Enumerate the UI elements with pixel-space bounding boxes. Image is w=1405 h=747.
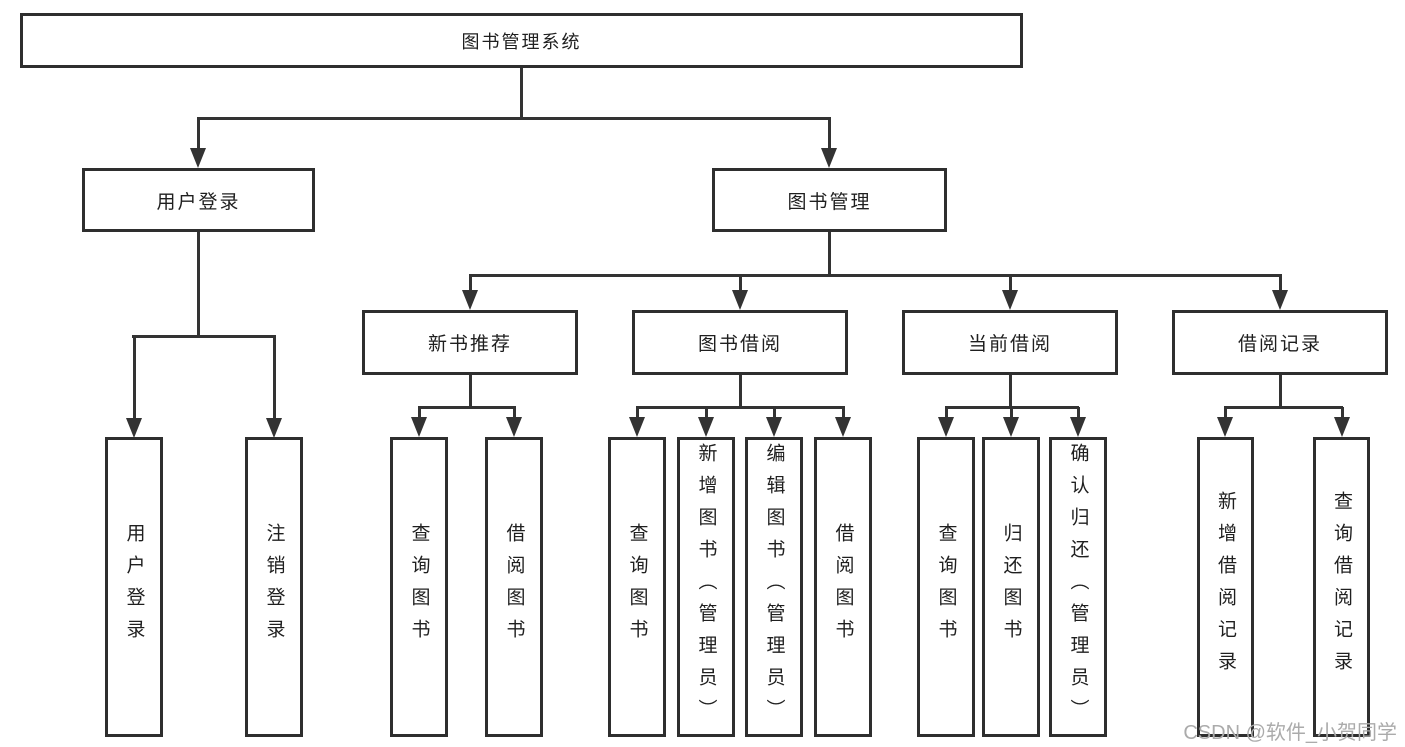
node-leaf-borrow-books-recommend: 借阅图书 bbox=[485, 437, 543, 737]
arrow-down-icon bbox=[732, 274, 748, 310]
edge-current-stem bbox=[1009, 375, 1012, 408]
node-label: 查询图书 bbox=[626, 523, 648, 651]
edge-user-login-stem bbox=[197, 232, 200, 337]
csdn-watermark: CSDN @软件_小贺同学 bbox=[1183, 722, 1397, 744]
node-leaf-user-login: 用户登录 bbox=[105, 437, 163, 737]
edge-root-stem bbox=[520, 68, 523, 118]
arrow-down-icon bbox=[1070, 407, 1086, 437]
arrow-down-icon bbox=[126, 335, 142, 438]
arrow-down-icon bbox=[766, 407, 782, 437]
node-label: 新书推荐 bbox=[427, 334, 512, 355]
node-leaf-confirm-return-admin: 确认归还（管理员） bbox=[1049, 437, 1107, 737]
arrow-down-icon bbox=[1217, 407, 1233, 437]
node-user-login-branch: 用户登录 bbox=[82, 168, 315, 232]
arrow-down-icon bbox=[938, 407, 954, 437]
node-label: 当前借阅 bbox=[967, 334, 1052, 355]
edge-recommend-stem bbox=[469, 375, 472, 408]
node-label: 编辑图书（管理员） bbox=[763, 443, 785, 731]
node-label: 用户登录 bbox=[156, 191, 241, 213]
arrow-down-icon bbox=[629, 407, 645, 437]
arrow-down-icon bbox=[835, 407, 851, 437]
node-label: 图书管理 bbox=[787, 191, 872, 213]
edge-root-rail bbox=[197, 117, 831, 120]
node-new-book-recommendation: 新书推荐 bbox=[362, 310, 578, 375]
edge-user-login-rail bbox=[132, 335, 276, 338]
arrow-down-icon bbox=[1003, 407, 1019, 437]
node-book-management-branch: 图书管理 bbox=[712, 168, 947, 232]
node-borrowing-records: 借阅记录 bbox=[1172, 310, 1388, 375]
arrow-down-icon bbox=[698, 407, 714, 437]
arrow-down-icon bbox=[1334, 407, 1350, 437]
node-label: 查询图书 bbox=[935, 523, 957, 651]
edge-borrowing-stem bbox=[739, 375, 742, 408]
edge-book-mgmt-rail bbox=[469, 274, 1281, 277]
node-leaf-borrow-books: 借阅图书 bbox=[814, 437, 872, 737]
node-leaf-query-books-borrowing: 查询图书 bbox=[608, 437, 666, 737]
node-label: 归还图书 bbox=[1000, 523, 1022, 651]
node-leaf-return-books: 归还图书 bbox=[982, 437, 1040, 737]
node-label: 注销登录 bbox=[263, 523, 285, 651]
edge-records-rail bbox=[1224, 406, 1343, 409]
arrow-down-icon bbox=[821, 117, 837, 168]
node-leaf-add-borrow-record: 新增借阅记录 bbox=[1197, 437, 1254, 737]
node-current-borrowing: 当前借阅 bbox=[902, 310, 1118, 375]
node-label: 图书借阅 bbox=[697, 334, 782, 355]
node-label: 用户登录 bbox=[123, 523, 145, 651]
node-label: 借阅图书 bbox=[503, 523, 525, 651]
node-label: 确认归还（管理员） bbox=[1067, 443, 1089, 731]
node-leaf-add-books-admin: 新增图书（管理员） bbox=[677, 437, 735, 737]
node-label: 借阅图书 bbox=[832, 523, 854, 651]
edge-book-mgmt-stem bbox=[828, 232, 831, 276]
node-library-management-system: 图书管理系统 bbox=[20, 13, 1023, 68]
arrow-down-icon bbox=[1002, 274, 1018, 310]
node-book-borrowing: 图书借阅 bbox=[632, 310, 848, 375]
edge-records-stem bbox=[1279, 375, 1282, 408]
node-label: 借阅记录 bbox=[1237, 334, 1322, 355]
arrow-down-icon bbox=[411, 407, 427, 437]
node-label: 新增图书（管理员） bbox=[695, 443, 717, 731]
arrow-down-icon bbox=[462, 274, 478, 310]
edge-borrowing-rail bbox=[636, 406, 845, 409]
node-leaf-query-books-recommend: 查询图书 bbox=[390, 437, 448, 737]
node-leaf-query-borrow-record: 查询借阅记录 bbox=[1313, 437, 1370, 737]
node-leaf-query-books-current: 查询图书 bbox=[917, 437, 975, 737]
arrow-down-icon bbox=[506, 407, 522, 437]
node-label: 新增借阅记录 bbox=[1215, 491, 1236, 683]
edge-recommend-rail bbox=[418, 406, 516, 409]
node-leaf-logout: 注销登录 bbox=[245, 437, 303, 737]
arrow-down-icon bbox=[190, 117, 206, 168]
node-label: 查询图书 bbox=[408, 523, 430, 651]
node-leaf-edit-books-admin: 编辑图书（管理员） bbox=[745, 437, 803, 737]
node-label: 查询借阅记录 bbox=[1331, 491, 1352, 683]
arrow-down-icon bbox=[266, 335, 282, 438]
node-label: 图书管理系统 bbox=[461, 31, 582, 52]
arrow-down-icon bbox=[1272, 274, 1288, 310]
